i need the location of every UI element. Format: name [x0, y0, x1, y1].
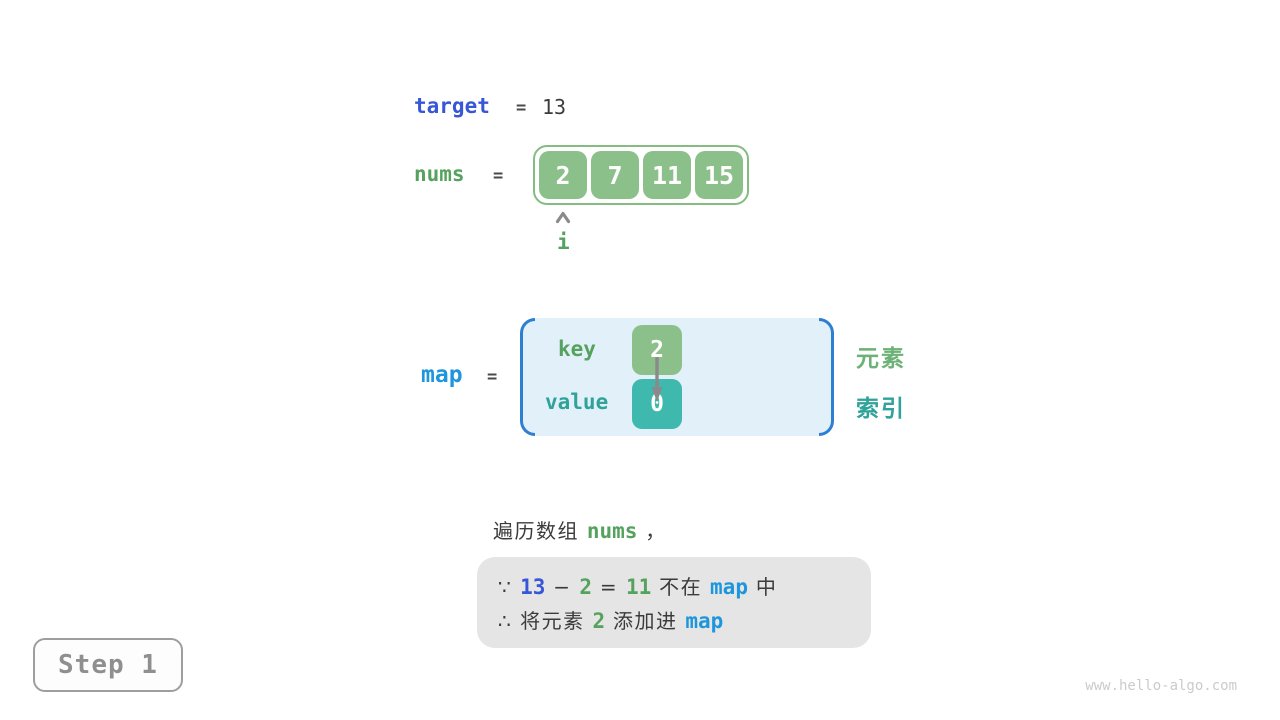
text-token-dark: =	[592, 574, 627, 599]
caret-up-icon	[555, 211, 571, 224]
legend-element-label: 元素	[856, 346, 906, 372]
array-cell: 7	[591, 151, 639, 199]
text-token-indigo: 13	[520, 574, 546, 599]
text-token-azure: map	[685, 609, 724, 634]
text-token-dark: ∵	[498, 574, 521, 599]
map-bracket-right-icon	[819, 318, 834, 436]
text-token-azure: map	[710, 574, 748, 599]
equals-sign: =	[493, 166, 504, 186]
watermark: www.hello-algo.com	[1085, 678, 1237, 694]
map-keyword: map	[421, 362, 463, 388]
array-cell: 2	[539, 151, 587, 199]
nums-keyword: nums	[414, 162, 465, 186]
equals-sign: =	[487, 367, 498, 387]
map-bracket-left-icon	[520, 318, 535, 436]
arrow-down-icon	[651, 357, 663, 402]
text-token-dark: 添加进	[605, 609, 686, 634]
text-token-dark: ∴ 将元素	[498, 609, 593, 634]
text-token-dark: 遍历数组	[493, 519, 587, 543]
text-token-green: 2	[592, 609, 606, 634]
equals-sign: =	[516, 98, 527, 118]
step-badge: Step 1	[33, 638, 183, 692]
text-token-dark: 不在	[651, 574, 711, 599]
text-token-dark: 中	[747, 574, 778, 599]
text-token-dark: ，	[637, 519, 667, 543]
key-label: key	[558, 337, 596, 361]
array-cell: 11	[643, 151, 691, 199]
value-label: value	[545, 390, 609, 414]
step-label: Step 1	[58, 650, 158, 680]
array-cell: 15	[695, 151, 743, 199]
pointer-i-label: i	[557, 230, 570, 254]
target-keyword: target	[414, 94, 490, 118]
inference-box: ∵ 13 − 2 = 11 不在 map 中 ∴ 将元素 2 添加进 map	[477, 557, 871, 648]
note-line-1: ∵ 13 − 2 = 11 不在 map 中	[498, 571, 850, 600]
legend-index-label: 索引	[856, 396, 906, 422]
text-token-green: 2	[579, 574, 593, 599]
target-value: 13	[542, 95, 567, 119]
text-token-green: nums	[586, 519, 638, 543]
text-token-green: 11	[626, 574, 652, 599]
map-container: key value 2 0	[520, 318, 834, 436]
note-line-2: ∴ 将元素 2 添加进 map	[498, 605, 850, 634]
text-token-dark: −	[545, 574, 580, 599]
caption-line: 遍历数组 nums ，	[493, 515, 667, 544]
